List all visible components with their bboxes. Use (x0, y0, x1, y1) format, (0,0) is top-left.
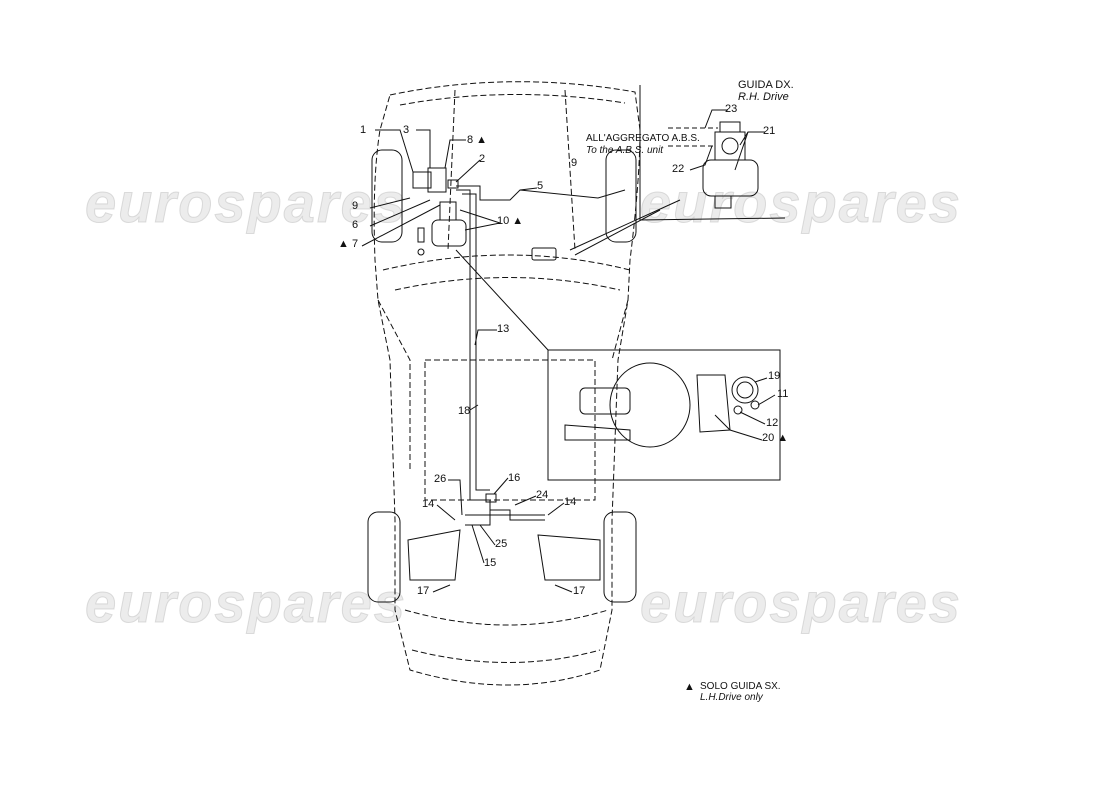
watermark: eurospares (640, 171, 962, 235)
callout-22: 22 (672, 163, 685, 175)
master-cylinder-assembly (412, 167, 467, 256)
rh-drive-note-it: GUIDA DX. (738, 79, 794, 91)
leader-lines (361, 109, 776, 593)
legend-triangle-icon: ▲ (684, 681, 695, 693)
callout-17: 17 (417, 585, 430, 597)
callout-26: 26 (434, 473, 447, 485)
callout-5: 5 (537, 180, 544, 192)
callout-24: 24 (536, 489, 549, 501)
legend-text-en: L.H.Drive only (700, 692, 763, 703)
legend-text-it: SOLO GUIDA SX. (700, 681, 781, 692)
callout-20: 20 ▲ (762, 432, 789, 444)
abs-note-it: ALL'AGGREGATO A.B.S. (586, 133, 700, 144)
callout-18: 18 (458, 405, 471, 417)
callout-9-rh: 9 (571, 157, 578, 169)
watermark: eurospares (640, 571, 962, 635)
callout-14-rh: 14 (564, 496, 577, 508)
callout-21: 21 (763, 125, 776, 137)
rh-abs-unit (668, 121, 759, 209)
callout-3: 3 (403, 124, 410, 136)
callout-2: 2 (479, 153, 486, 165)
callout-12: 12 (766, 417, 779, 429)
callout-19: 19 (768, 370, 781, 382)
callout-23: 23 (725, 103, 738, 115)
brake-lines (407, 85, 786, 581)
callout-6: 6 (352, 219, 359, 231)
callout-13: 13 (497, 323, 510, 335)
callout-25: 25 (495, 538, 508, 550)
car-outline (373, 81, 641, 686)
callout-14: 14 (422, 498, 435, 510)
callout-8: 8 ▲ (467, 134, 488, 146)
booster-inset (564, 362, 760, 448)
callout-15: 15 (484, 557, 497, 569)
callout-11: 11 (777, 388, 789, 400)
abs-note-en: To the A.B.S. unit (586, 145, 664, 156)
watermark: eurospares (85, 571, 407, 635)
callout-10: 10 ▲ (497, 215, 524, 227)
callout-16: 16 (508, 472, 521, 484)
callout-17-rh: 17 (573, 585, 586, 597)
callout-9: 9 (352, 200, 359, 212)
callout-1: 1 (360, 124, 367, 136)
callout-7: ▲ 7 (338, 238, 359, 250)
rh-drive-note-en: R.H. Drive (738, 91, 789, 103)
watermark: eurospares (85, 171, 407, 235)
